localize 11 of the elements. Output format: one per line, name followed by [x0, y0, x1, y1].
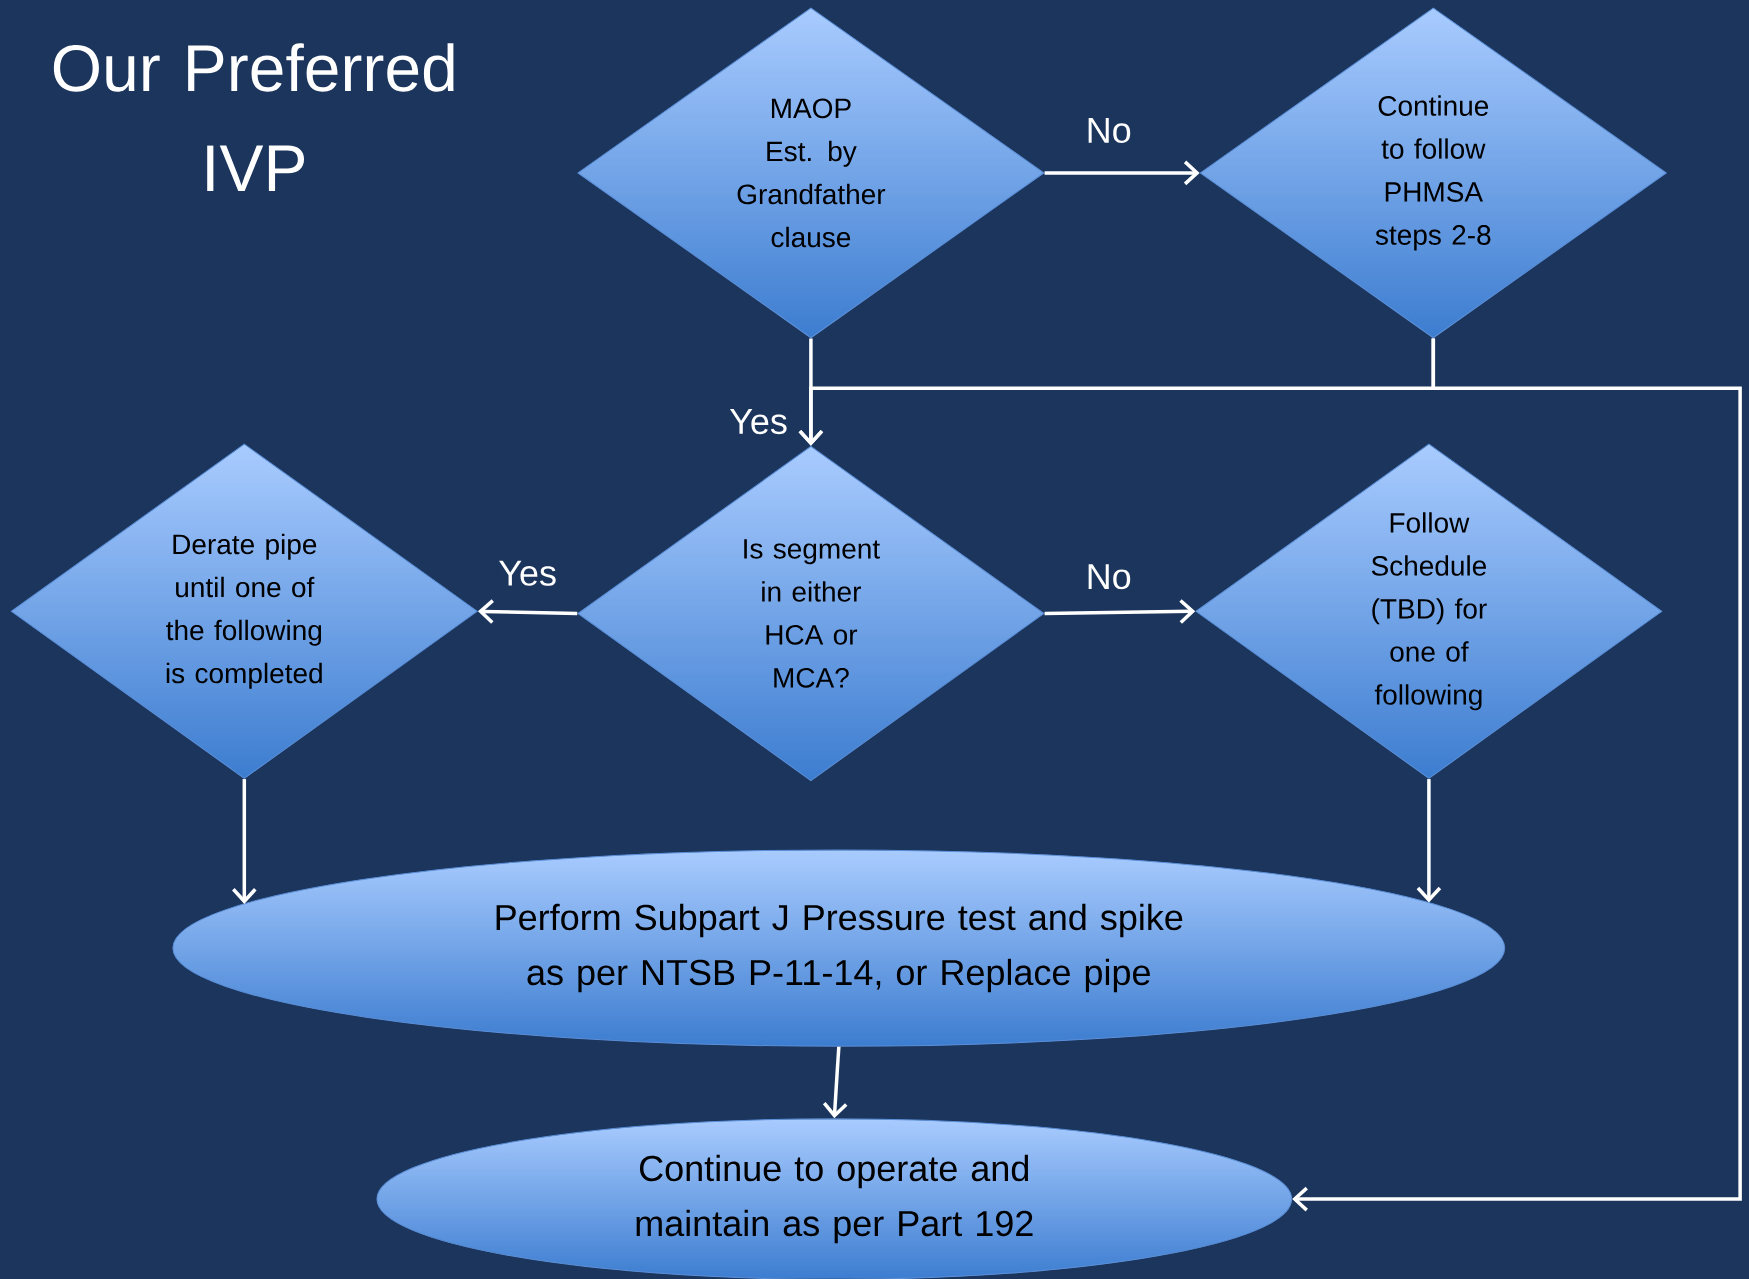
arrow [1044, 599, 1196, 624]
arrow [1416, 779, 1442, 903]
edge-label: Yes [496, 558, 559, 588]
arrow [477, 599, 578, 624]
arrow [822, 1046, 848, 1119]
arrow [1292, 338, 1742, 1212]
edge-label: Yes [727, 407, 790, 437]
arrow [1044, 160, 1200, 186]
edge-label: No [1083, 562, 1134, 592]
arrow [232, 779, 257, 904]
title: Our Preferred IVP [53, 43, 454, 191]
